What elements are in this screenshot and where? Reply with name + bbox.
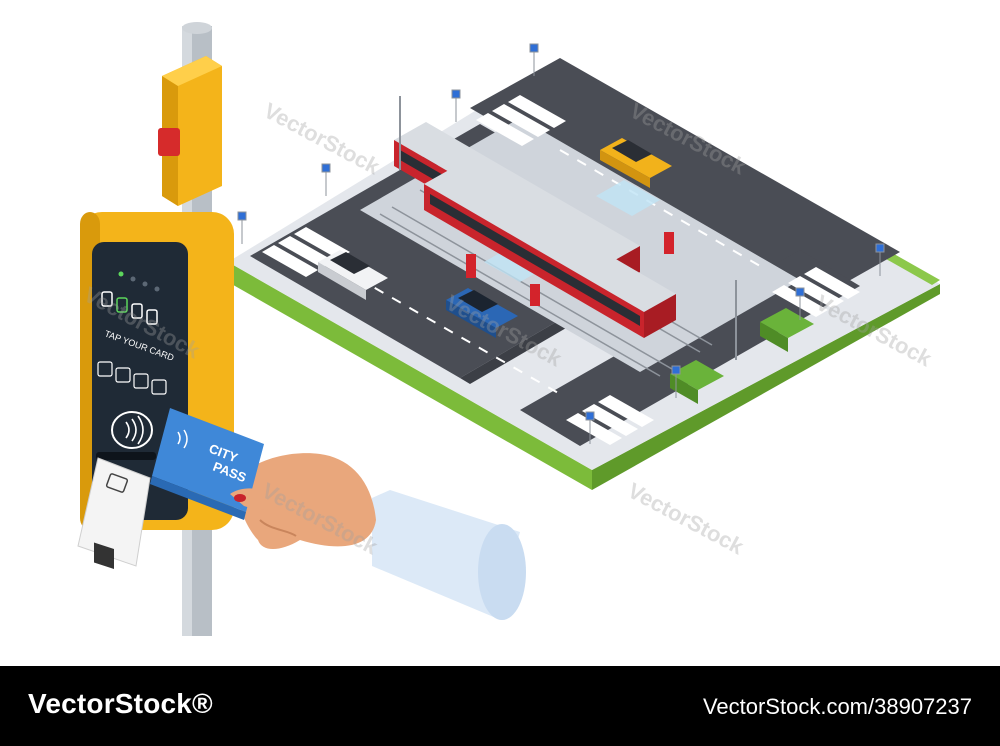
contactless-icon bbox=[111, 411, 153, 449]
card-contactless-icon bbox=[177, 429, 188, 449]
metro-icon bbox=[131, 303, 143, 319]
hedge-1 bbox=[760, 308, 814, 338]
tram-shelter-left bbox=[466, 246, 548, 306]
bus-icon bbox=[101, 291, 113, 307]
fingernail bbox=[234, 494, 246, 502]
lane-markings bbox=[339, 149, 761, 395]
road-signs bbox=[237, 43, 885, 444]
hand bbox=[236, 453, 376, 549]
qr-code-icon bbox=[94, 542, 114, 570]
grass-edge-right bbox=[592, 284, 940, 490]
footer-bar: VectorStock® VectorStock.com/38907237 bbox=[0, 666, 1000, 746]
tram-icon bbox=[116, 297, 128, 313]
catenary-poles bbox=[399, 96, 737, 360]
hedge-1-side bbox=[760, 322, 788, 352]
white-car bbox=[318, 250, 388, 300]
taxi-car bbox=[600, 138, 672, 188]
tram-shelter-right bbox=[596, 180, 674, 254]
grass-edge-left bbox=[228, 262, 592, 490]
thumb bbox=[230, 488, 281, 510]
footer-brand: VectorStock® bbox=[28, 688, 213, 719]
hedge-2 bbox=[670, 360, 724, 390]
blue-car bbox=[446, 288, 518, 338]
train-icon bbox=[146, 309, 158, 325]
stop-request-box bbox=[158, 56, 222, 206]
transit-scene-illustration: CITY PASS TAP YOUR CARD bbox=[77, 22, 940, 636]
validator-keypad bbox=[97, 361, 167, 395]
street-block bbox=[228, 43, 940, 490]
ticket-bus-icon bbox=[105, 473, 129, 493]
hedge-2-side bbox=[670, 374, 698, 404]
printed-ticket bbox=[77, 457, 151, 570]
stop-request-button-icon bbox=[158, 128, 180, 156]
footer-image-id: VectorStock.com/38907237 bbox=[702, 694, 972, 719]
arm-and-hand bbox=[236, 453, 526, 620]
road-right bbox=[470, 58, 900, 304]
tram-front bbox=[424, 166, 676, 338]
crosswalk-bottom bbox=[566, 395, 654, 445]
crosswalk-top bbox=[476, 95, 566, 146]
crosswalk-left bbox=[262, 227, 350, 277]
city-pass-card: CITY PASS bbox=[150, 408, 264, 520]
road-front-cross bbox=[520, 250, 860, 446]
